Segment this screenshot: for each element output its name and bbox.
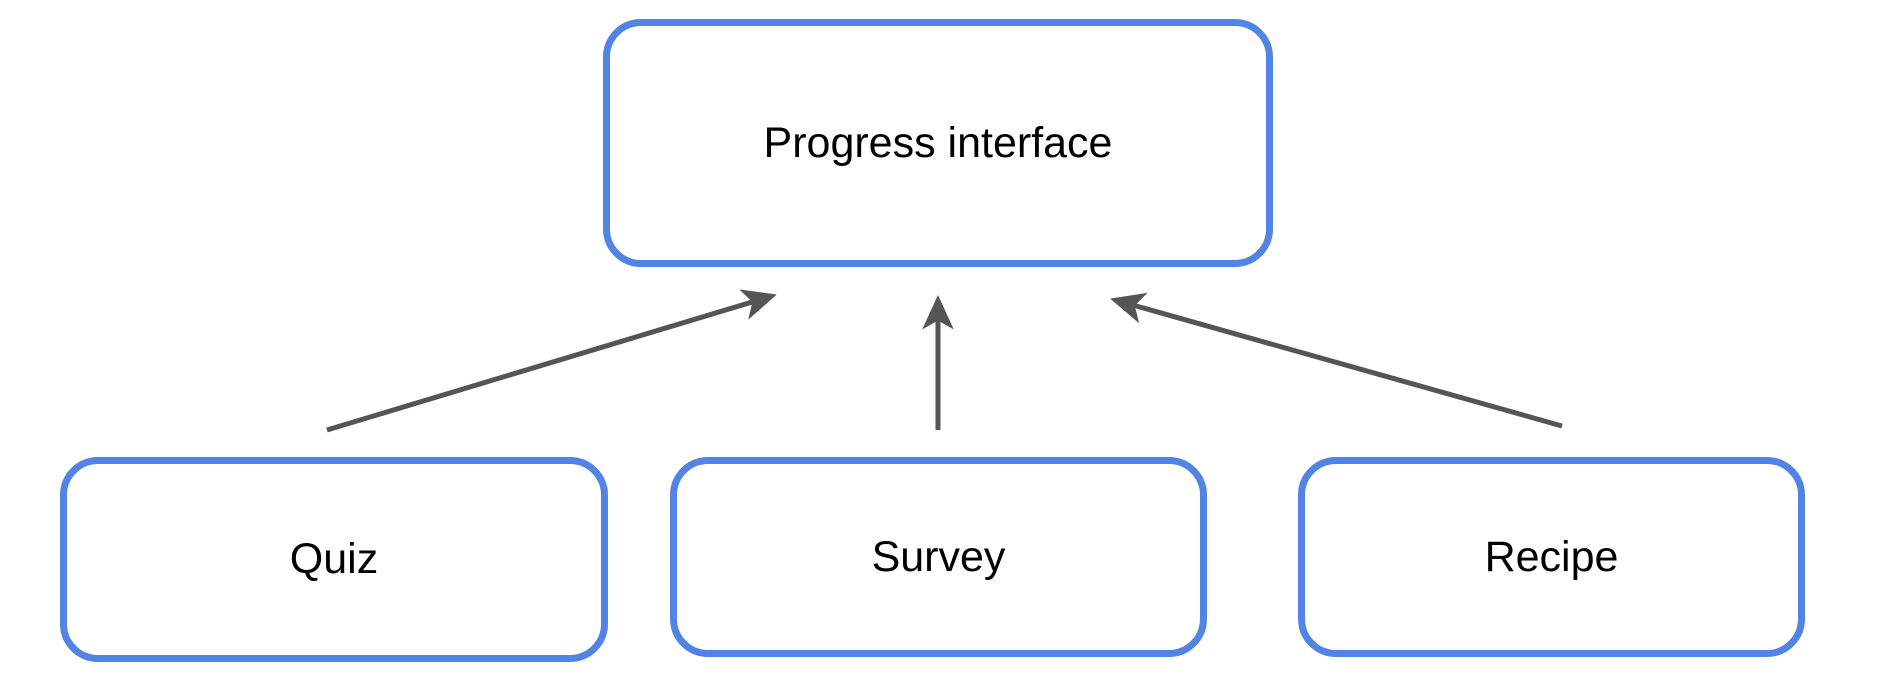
node-recipe[interactable]: Recipe bbox=[1298, 457, 1805, 657]
node-survey[interactable]: Survey bbox=[670, 457, 1207, 657]
node-quiz[interactable]: Quiz bbox=[60, 457, 608, 662]
node-label-progress-interface: Progress interface bbox=[763, 118, 1113, 167]
node-label-recipe: Recipe bbox=[1484, 532, 1619, 581]
node-progress-interface[interactable]: Progress interface bbox=[603, 19, 1273, 267]
edge-recipe-to-root bbox=[1110, 292, 1563, 429]
node-label-quiz: Quiz bbox=[289, 535, 379, 583]
edge-quiz-to-root bbox=[326, 289, 777, 433]
node-label-survey: Survey bbox=[871, 532, 1006, 581]
